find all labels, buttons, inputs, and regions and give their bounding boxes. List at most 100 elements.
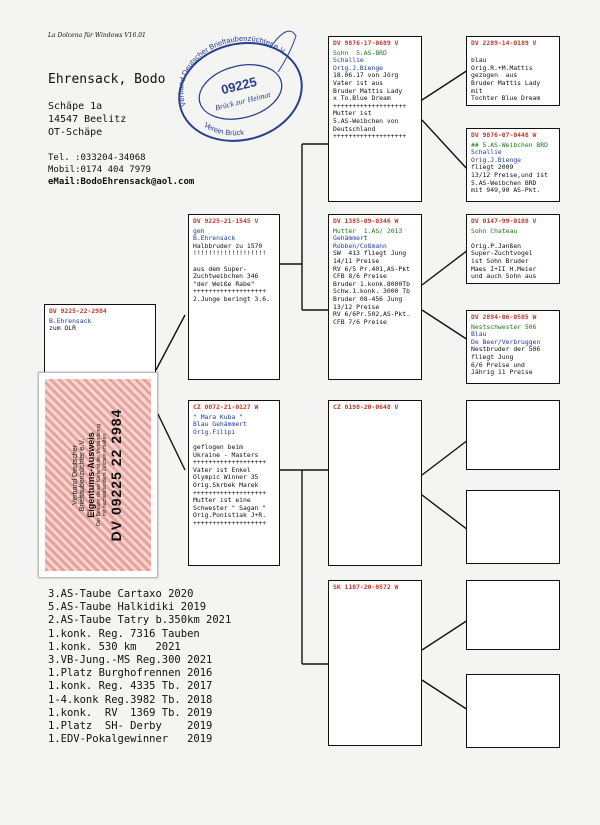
ff-line: 18.06.17 von Jörg xyxy=(333,71,399,80)
mf-ring: CZ 0198-20-0648 V xyxy=(333,403,399,411)
ff-line: Bruder Mattis Lady xyxy=(333,86,403,95)
fm-line: Robben/Coßmann xyxy=(333,241,387,250)
pedigree-box-subject: DV 9225-22-2984 B.Ehrensack zum OLR xyxy=(44,304,156,376)
fmf-line: ist Sohn Bruder xyxy=(471,256,529,265)
mother-line: Vater ist Enkel xyxy=(193,465,251,474)
ffm-line: 13/12 Preise,und ist xyxy=(471,170,548,179)
mother-line: Schwester " Sagan " xyxy=(193,503,267,512)
father-line: +++++++++++++++++++ xyxy=(193,287,267,296)
pedigree-box-mmm xyxy=(466,674,560,748)
card-background: Verband Deutscher Brieftaubenzüchter e.V… xyxy=(45,379,151,571)
card-text: Verband Deutscher Brieftaubenzüchter e.V… xyxy=(72,385,124,565)
pedigree-box-mother-father: CZ 0198-20-0648 V xyxy=(328,400,422,566)
owner-tel: Tel. :033204-34068 xyxy=(48,153,146,163)
achievement-item: 3.AS-Taube Cartaxo 2020 xyxy=(48,588,194,600)
owner-mobil: Mobil:0174 404 7979 xyxy=(48,165,151,175)
club-stamp: Verband Deutscher Brieftaubenzüchter e.V… xyxy=(170,23,303,146)
owner-email: eMail:BodoEhrensack@aol.com xyxy=(48,177,195,187)
ffm-line: 5.AS-Weibchen BRD xyxy=(471,178,537,187)
fm-line: Bruder 1.konk.8000Tb xyxy=(333,279,410,288)
mother-line: +++++++++++++++++++ xyxy=(193,518,267,527)
ff-line: 5.AS-Weibchen von xyxy=(333,116,399,125)
ffm-line: mit 949,90 AS-Pkt. xyxy=(471,186,541,195)
fff-line: mit xyxy=(471,86,483,95)
mother-line: Orig.Filipi xyxy=(193,427,236,436)
svg-text:Verband Deutscher Brieftaubenz: Verband Deutscher Brieftaubenzüchter e.V… xyxy=(170,23,296,109)
mother-line: Blau Gehämmert xyxy=(193,420,247,429)
subject-line: zum OLR xyxy=(49,324,76,333)
fm-line: RV 6/5 Pr.401,AS-Pkt xyxy=(333,264,410,273)
fff-line: Bruder Mattis Lady xyxy=(471,78,541,87)
mother-line: geflogen beim xyxy=(193,442,244,451)
achievement-item: 3.VB-Jung.-MS Reg.300 2021 xyxy=(48,654,213,667)
father-line: !!!!!!!!!!!!!!!!!!! xyxy=(193,249,267,258)
fm-line: RV 6/6Pr.502,AS-Pkt. xyxy=(333,310,410,319)
stamp-top-text: Verband Deutscher Brieftaubenzüchter e.V… xyxy=(170,23,296,109)
ffm-line: ## 5.AS-Weibchen BRD xyxy=(471,140,548,149)
achievement-item: 1.konk. Reg. 7316 Tauben xyxy=(48,627,200,640)
fmm-line: Nestschwester 506 xyxy=(471,322,537,331)
ff-ring: DV 9876-17-0689 V xyxy=(333,39,399,47)
fmf-line: Maes I+II H.Meier xyxy=(471,264,537,273)
father-line: geh xyxy=(193,226,205,235)
ff-line: Orig.J.Bienge xyxy=(333,63,384,72)
fff-line: blau xyxy=(471,56,487,65)
fmm-line: Nestbruder der 506 xyxy=(471,345,541,354)
ffm-line: fliegt 2009 xyxy=(471,163,514,172)
mother-line: " Mara Kuba " xyxy=(193,412,244,421)
owner-contact: Tel. :033204-34068 Mobil:0174 404 7979 e… xyxy=(48,152,194,188)
pedigree-box-mmf xyxy=(466,580,560,650)
ff-line: Sohn 5.AS-BRD xyxy=(333,48,387,57)
fff-ring: DV 2289-14-0189 V xyxy=(471,39,537,47)
mother-line: Ukraine - Masters xyxy=(193,450,259,459)
fm-line: Mutter 1.AS/ 2013 xyxy=(333,226,403,235)
achievement-item: 2.AS-Taube Tatry b.350km 2021 xyxy=(48,614,232,627)
ff-line: x To.Blue Dream xyxy=(333,94,391,103)
card-line2: Brieftaubenzüchter e.V. xyxy=(79,438,86,512)
owner-address: Schäpe 1a 14547 Beelitz OT-Schäpe xyxy=(48,100,126,139)
card-number: DV 09225 22 2984 xyxy=(108,408,124,542)
fmm-line: fliegt Jung xyxy=(471,352,514,361)
achievement-item: 1.konk. RV 1369 Tb. 2019 xyxy=(48,706,213,719)
father-line: aus dem Super- xyxy=(193,264,247,273)
ff-line: Vater ist aus xyxy=(333,78,384,87)
fmf-line: Super-Zuchtvogel xyxy=(471,249,533,258)
fm-line: Bruder 08-456 Jung xyxy=(333,294,403,303)
ff-line: Schallie xyxy=(333,56,364,65)
fff-line: Tochter Blue Dream xyxy=(471,94,541,103)
mother-line: +++++++++++++++++++ xyxy=(193,488,267,497)
fmf-line: Orig.P.Janßen xyxy=(471,241,522,250)
fm-line: 14/11 Preise xyxy=(333,256,380,265)
achievement-item: 1-4.konk Reg.3982 Tb. 2018 xyxy=(48,693,213,706)
ff-line: Deutschland xyxy=(333,124,376,133)
fm-line: Gehämmert xyxy=(333,234,368,243)
achievement-item: 5.AS-Taube Halkidiki 2019 xyxy=(48,601,207,614)
subject-ring: DV 9225-22-2984 xyxy=(49,307,107,315)
fm-line: CFB 8/6 Preise xyxy=(333,272,387,281)
ffm-ring: DV 9876-07-0448 W xyxy=(471,131,537,139)
father-line: B.Ehrensack xyxy=(193,234,236,243)
achievement-item: 1.konk. Reg. 4335 Tb. 2017 xyxy=(48,680,213,693)
mother-line: Olympic Winner 35 xyxy=(193,473,259,482)
subject-line: B.Ehrensack xyxy=(49,316,92,325)
owner-name: Ehrensack, Bodo xyxy=(48,72,166,87)
owner-district: OT-Schäpe xyxy=(48,127,103,138)
father-line: Halbbruder zu 1570 xyxy=(193,241,263,250)
software-note: La Dolcena für Windows V16.01 xyxy=(48,32,146,39)
ff-line: +++++++++++++++++++ xyxy=(333,132,407,141)
pedigree-box-mother-mother: SK 1107-20-0572 W xyxy=(328,580,422,746)
pedigree-box-mff xyxy=(466,400,560,470)
father-ring: DV 9225-21-1545 V xyxy=(193,217,259,225)
fmm-line: 6/6 Preise und xyxy=(471,360,525,369)
ownership-card: Verband Deutscher Brieftaubenzüchter e.V… xyxy=(38,372,158,578)
fm-ring: DV 1385-09-0346 W xyxy=(333,217,399,225)
mother-line: Mutter ist eine xyxy=(193,496,251,505)
card-line3: Eigentums-Ausweis xyxy=(86,432,96,518)
mother-line: +++++++++++++++++++ xyxy=(193,458,267,467)
